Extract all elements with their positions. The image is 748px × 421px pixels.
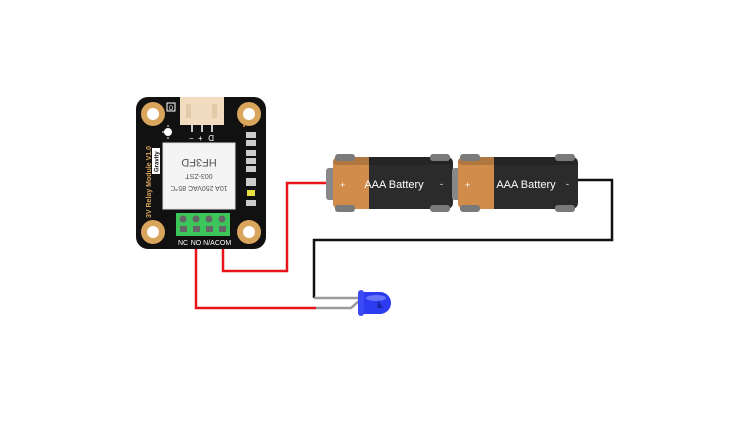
pin-plus-label: + <box>198 134 203 143</box>
mounting-hole <box>141 220 165 244</box>
pin-minus-label: − <box>189 134 194 143</box>
pin-d-label: D <box>208 133 214 142</box>
relay-rating: 10A 250VAC 85℃ <box>170 184 227 191</box>
board-label: 3V Relay Module V1.0 <box>146 146 153 218</box>
screw-terminal <box>176 213 230 236</box>
mounting-hole <box>237 220 261 244</box>
battery-2-label: AAA Battery <box>496 179 556 191</box>
battery-2-plus: + <box>465 180 470 190</box>
blue-led <box>358 290 391 316</box>
mounting-hole <box>141 102 165 126</box>
relay-module: − + D D 3V Relay Module V1.0 Gravity 10A… <box>136 97 266 249</box>
battery-1-label: AAA Battery <box>364 179 424 191</box>
relay-component <box>162 142 236 210</box>
relay-part: 003-ZST <box>185 172 213 179</box>
wire-battery-to-led <box>312 178 614 298</box>
terminal-screws <box>179 215 226 232</box>
terminal-label-nc: NC <box>178 240 188 247</box>
battery-1: + AAA Battery - <box>326 154 453 212</box>
battery-1-minus: - <box>440 179 443 189</box>
relay-model: HF3FD <box>181 156 217 168</box>
terminal-label-no: NO <box>191 240 202 247</box>
battery-2: + AAA Battery - <box>452 154 578 212</box>
wire-com-to-battery <box>221 181 326 273</box>
battery-2-minus: - <box>566 179 569 189</box>
brand-tag: Gravity <box>155 151 161 172</box>
smd-components <box>246 132 256 206</box>
power-led <box>247 190 255 196</box>
mounting-hole <box>237 102 261 126</box>
terminal-label-com: COM <box>215 240 232 247</box>
wires <box>194 178 614 310</box>
wire-no-to-led <box>194 232 316 310</box>
led-lead-short <box>316 299 361 310</box>
bulb-icon <box>162 125 172 139</box>
terminal-label-na: N/A <box>203 240 215 247</box>
connector-tag: D <box>169 106 174 112</box>
battery-1-plus: + <box>340 180 345 190</box>
